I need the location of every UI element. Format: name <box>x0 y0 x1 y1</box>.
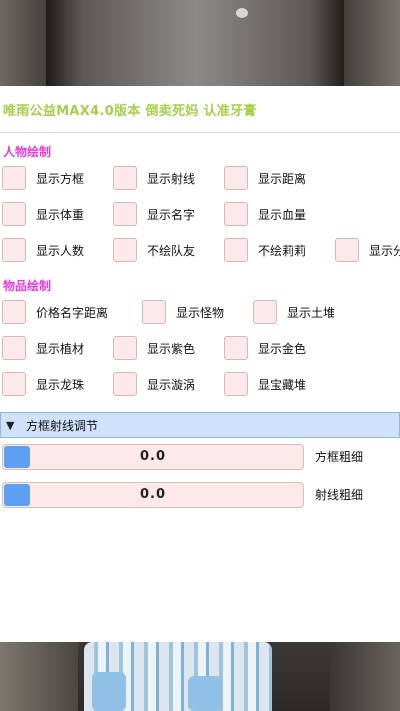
checkbox-label: 显示方框 <box>36 171 85 186</box>
checkbox-label: 显示射线 <box>147 171 196 186</box>
collapse-header-label: 方框射线调节 <box>26 418 99 433</box>
checkbox-item[interactable]: 显示方框 <box>2 166 84 190</box>
slider-value: 0.0 <box>139 487 167 502</box>
checkbox[interactable] <box>2 202 26 226</box>
checkbox-item[interactable]: 不绘队友 <box>113 238 195 262</box>
checkbox-row: 显示植材 显示紫色 显示金色 <box>0 332 400 368</box>
checkbox-item[interactable]: 显示距离 <box>224 166 306 190</box>
checkbox-item[interactable]: 不绘莉莉 <box>224 238 306 262</box>
checkbox-label: 显示体重 <box>36 207 85 222</box>
checkbox-label: 不绘队友 <box>147 243 196 258</box>
slider-handle[interactable] <box>4 446 30 468</box>
checkbox-item[interactable]: 价格名字距离 <box>2 300 108 324</box>
checkbox-item[interactable]: 显示紫色 <box>113 336 195 360</box>
checkbox[interactable] <box>113 238 137 262</box>
checkbox[interactable] <box>224 238 248 262</box>
scene-character-leg <box>188 676 222 711</box>
checkbox[interactable] <box>335 238 359 262</box>
checkbox-row: 显示人数 不绘队友 不绘莉莉 显示分 <box>0 234 400 270</box>
checkbox-row: 显示方框 显示射线 显示距离 <box>0 162 400 198</box>
checkbox-label: 不绘莉莉 <box>258 243 307 258</box>
checkbox-item[interactable]: 显示分 <box>335 238 400 262</box>
checkbox[interactable] <box>2 166 26 190</box>
checkbox-row: 显示龙珠 显示漩涡 显宝藏堆 <box>0 368 400 404</box>
scene-doorway <box>46 0 346 86</box>
checkbox[interactable] <box>113 372 137 396</box>
box-thickness-slider[interactable]: 0.0 <box>2 444 304 470</box>
checkbox-label: 显示分 <box>369 243 400 258</box>
checkbox-label: 显宝藏堆 <box>258 377 307 392</box>
checkbox-item[interactable]: 显示植材 <box>2 336 84 360</box>
scene-wall-left <box>0 642 78 711</box>
checkbox[interactable] <box>113 336 137 360</box>
checkbox-label: 价格名字距离 <box>36 305 109 320</box>
checkbox-label: 显示人数 <box>36 243 85 258</box>
checkbox-label: 显示血量 <box>258 207 307 222</box>
checkbox-item[interactable]: 显示血量 <box>224 202 306 226</box>
checkbox[interactable] <box>224 372 248 396</box>
slider-handle[interactable] <box>4 484 30 506</box>
checkbox-label: 显示龙珠 <box>36 377 85 392</box>
checkbox-item[interactable]: 显示怪物 <box>142 300 224 324</box>
checkbox-label: 显示植材 <box>36 341 85 356</box>
checkbox-item[interactable]: 显示人数 <box>2 238 84 262</box>
checkbox-item[interactable]: 显示射线 <box>113 166 195 190</box>
scene-wall-right <box>330 642 400 711</box>
checkbox-row: 价格名字距离 显示怪物 显示土堆 <box>0 296 400 332</box>
menu-title-bar: 唯雨公益MAX4.0版本 倒卖死妈 认准牙膏 <box>0 86 400 133</box>
checkbox[interactable] <box>2 238 26 262</box>
scene-wall-right <box>344 0 400 86</box>
checkbox[interactable] <box>224 336 248 360</box>
checkbox-label: 显示漩涡 <box>147 377 196 392</box>
menu-title: 唯雨公益MAX4.0版本 倒卖死妈 认准牙膏 <box>3 103 257 119</box>
slider-row-line-thickness: 0.0 射线粗细 <box>0 482 400 514</box>
checkbox-label: 显示距离 <box>258 171 307 186</box>
scene-wall-left <box>0 0 52 86</box>
slider-label: 方框粗细 <box>315 450 364 464</box>
box-line-settings-header[interactable]: ▼ 方框射线调节 <box>0 412 400 438</box>
game-scene-top <box>0 0 400 86</box>
section-title-character: 人物绘制 <box>3 145 52 159</box>
checkbox-item[interactable]: 显示土堆 <box>253 300 335 324</box>
scene-ceiling-lamp <box>236 8 248 18</box>
checkbox[interactable] <box>2 300 26 324</box>
checkbox[interactable] <box>253 300 277 324</box>
checkbox[interactable] <box>113 166 137 190</box>
checkbox[interactable] <box>2 372 26 396</box>
cheat-menu-panel: 唯雨公益MAX4.0版本 倒卖死妈 认准牙膏 人物绘制 显示方框 显示射线 显示… <box>0 86 400 642</box>
slider-value: 0.0 <box>139 449 167 464</box>
checkbox-item[interactable]: 显示金色 <box>224 336 306 360</box>
checkbox-label: 显示土堆 <box>287 305 336 320</box>
checkbox[interactable] <box>224 166 248 190</box>
checkbox[interactable] <box>113 202 137 226</box>
scene-character-leg <box>92 672 126 711</box>
checkbox-item[interactable]: 显示龙珠 <box>2 372 84 396</box>
checkbox[interactable] <box>142 300 166 324</box>
checkbox[interactable] <box>2 336 26 360</box>
collapse-arrow-icon: ▼ <box>6 418 15 432</box>
checkbox-item[interactable]: 显示体重 <box>2 202 84 226</box>
line-thickness-slider[interactable]: 0.0 <box>2 482 304 508</box>
checkbox-item[interactable]: 显示漩涡 <box>113 372 195 396</box>
checkbox-item[interactable]: 显宝藏堆 <box>224 372 306 396</box>
slider-label: 射线粗细 <box>315 488 364 502</box>
section-title-items: 物品绘制 <box>3 279 52 293</box>
checkbox-label: 显示紫色 <box>147 341 196 356</box>
checkbox-item[interactable]: 显示名字 <box>113 202 195 226</box>
slider-row-box-thickness: 0.0 方框粗细 <box>0 444 400 476</box>
game-scene-bottom <box>0 642 400 711</box>
checkbox-label: 显示名字 <box>147 207 196 222</box>
checkbox[interactable] <box>224 202 248 226</box>
checkbox-row: 显示体重 显示名字 显示血量 <box>0 198 400 234</box>
checkbox-label: 显示金色 <box>258 341 307 356</box>
checkbox-label: 显示怪物 <box>176 305 225 320</box>
